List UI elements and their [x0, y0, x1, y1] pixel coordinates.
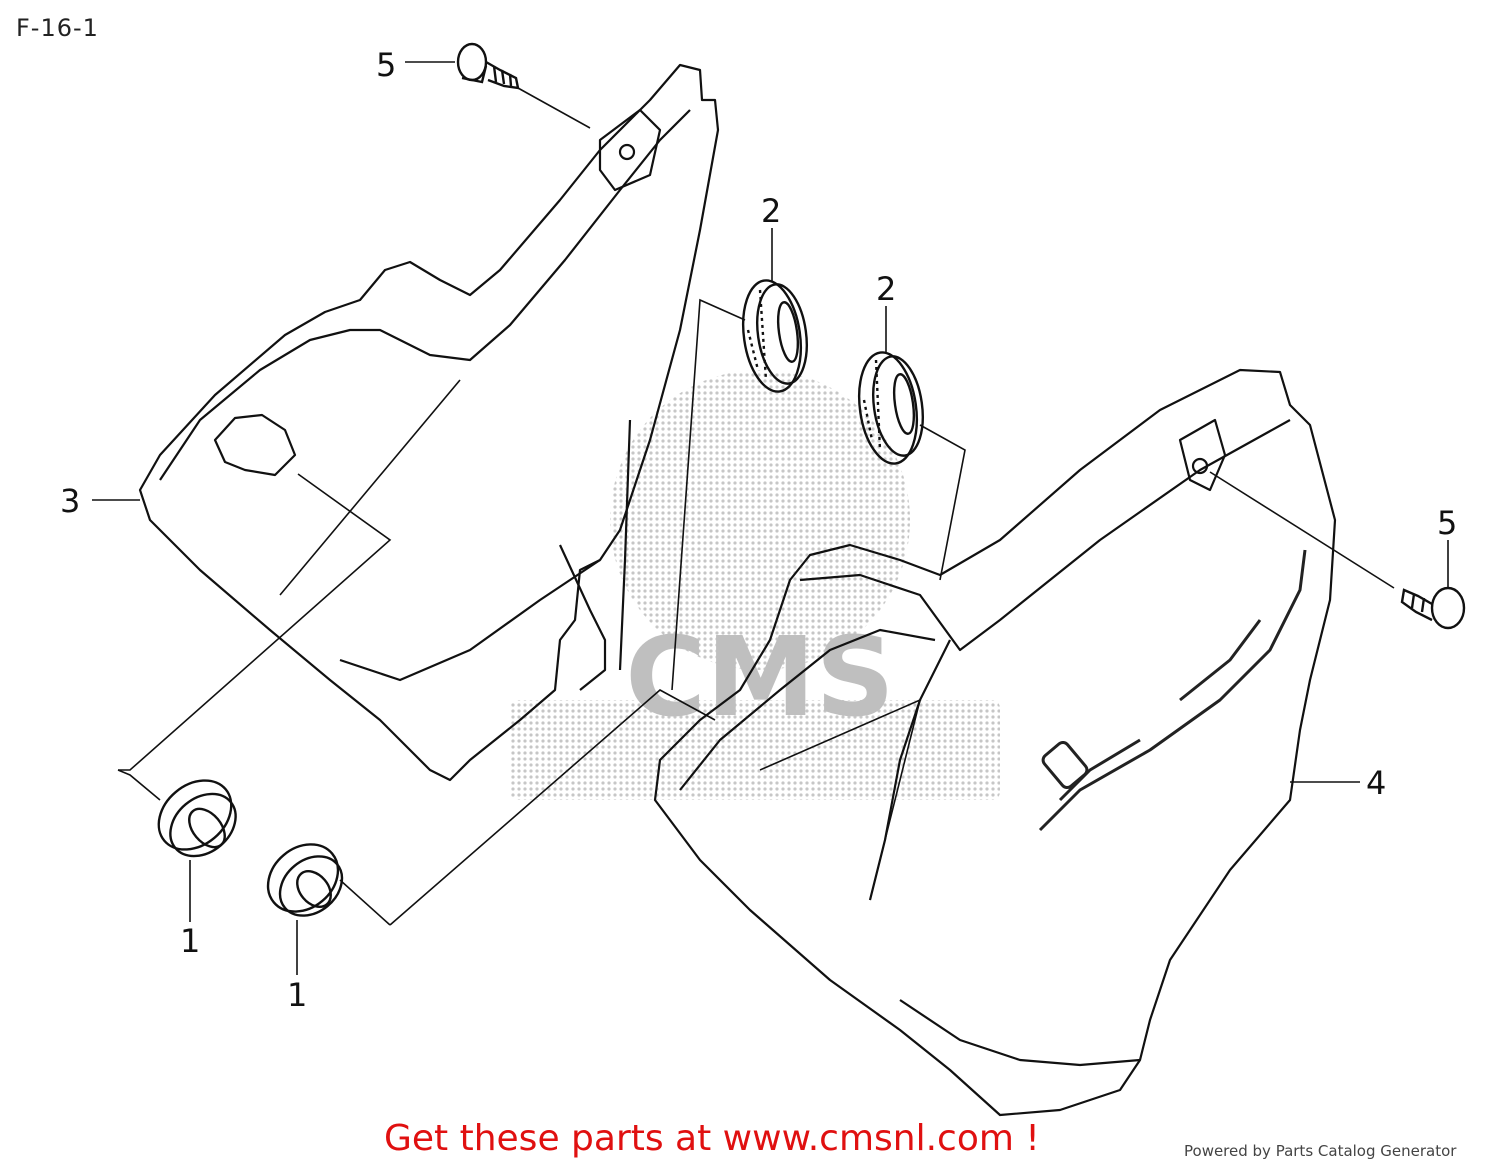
- part-4-right-side-cover: [653, 368, 1337, 1117]
- part-5-screw-top: [456, 42, 520, 90]
- leader-lines: [92, 61, 1449, 975]
- watermark-text: CMS: [625, 613, 894, 741]
- callout-2-right: 2: [876, 270, 896, 308]
- part-3-left-side-cover: [138, 63, 720, 782]
- callout-5-right: 5: [1437, 504, 1457, 542]
- callout-1-left: 1: [180, 922, 200, 960]
- part-1-grommet-right: [266, 843, 344, 917]
- page-title: F-16-1: [16, 14, 99, 42]
- callout-2-left: 2: [761, 192, 781, 230]
- watermark-logo: CMS: [510, 370, 1000, 800]
- part-5-screw-right: [1400, 586, 1466, 630]
- callout-4: 4: [1366, 764, 1386, 802]
- part-2-grommet-upper-left: [741, 279, 808, 393]
- callout-3: 3: [60, 482, 80, 520]
- footer-credit: Powered by Parts Catalog Generator: [1184, 1142, 1457, 1160]
- callout-5-top: 5: [376, 46, 396, 84]
- part-2-grommet-upper-right: [857, 351, 924, 465]
- part-1-grommet-left: [157, 779, 237, 858]
- callout-1-right: 1: [287, 976, 307, 1014]
- footer-promo-link[interactable]: Get these parts at www.cmsnl.com !: [384, 1118, 1040, 1159]
- decal-graphic: [1038, 549, 1307, 832]
